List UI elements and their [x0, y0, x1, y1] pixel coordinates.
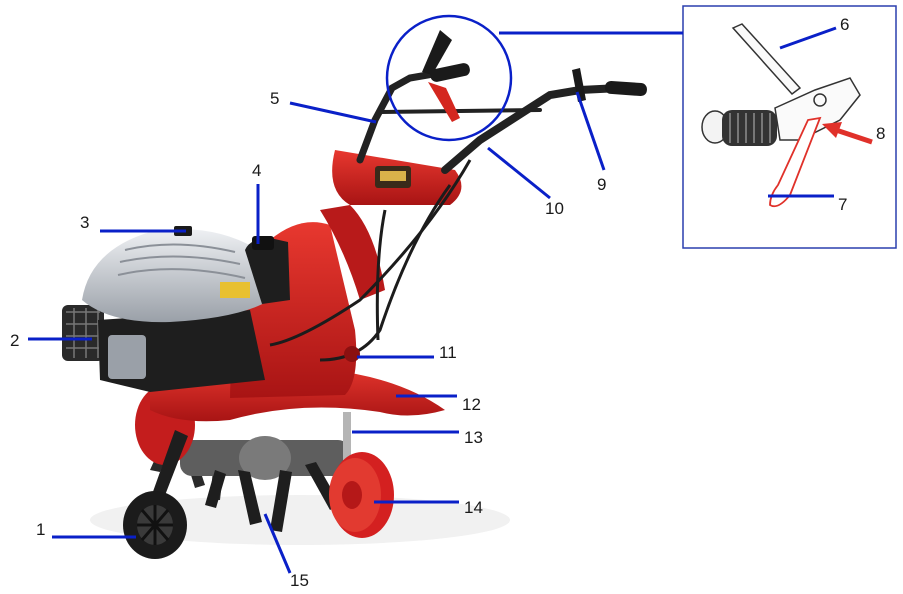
depth-stake: [343, 412, 351, 460]
callout-7: 7: [838, 195, 847, 214]
gear-lever-knob: [344, 346, 360, 362]
fuel-cap: [252, 236, 274, 250]
callout-8: 8: [876, 124, 885, 143]
engine-cover: [82, 229, 271, 323]
warning-label: [220, 282, 250, 298]
transport-wheel: [123, 491, 187, 559]
leader-9: [575, 91, 606, 171]
zoom-circle: [385, 14, 513, 142]
callout-11: 11: [439, 343, 457, 362]
brand-plate-logo: [380, 171, 406, 181]
leader-lines: [28, 26, 837, 574]
inset-arrow: [822, 122, 873, 145]
air-filter-housing: [62, 305, 104, 361]
tine-hub: [239, 436, 291, 480]
callout-14: 14: [464, 498, 483, 517]
callout-13: 13: [464, 428, 483, 447]
callout-10: 10: [545, 199, 564, 218]
leader-6: [779, 26, 837, 50]
callout-3: 3: [80, 213, 89, 232]
callout-15: 15: [290, 571, 309, 590]
leader-10: [487, 146, 551, 200]
clutch-lever-upper: [422, 30, 452, 75]
callout-12: 12: [462, 395, 481, 414]
callout-6: 6: [840, 15, 849, 34]
engine-pulley-cover: [108, 335, 146, 379]
left-grip: [430, 63, 470, 82]
wheel-frame-arm: [150, 430, 188, 503]
ground-shadow: [90, 495, 510, 545]
tiller-illustration: [62, 30, 647, 559]
side-disc: [329, 452, 394, 538]
callout-4: 4: [252, 161, 261, 180]
callout-5: 5: [270, 89, 279, 108]
callout-9: 9: [597, 175, 606, 194]
right-grip: [604, 80, 647, 97]
leader-5: [289, 101, 377, 124]
column-side: [320, 205, 385, 300]
inset-lever-body: [774, 77, 861, 141]
inset-pivot: [813, 93, 827, 107]
engine: [62, 226, 290, 392]
callout-2: 2: [10, 331, 19, 350]
red-safety-lever: [428, 82, 460, 122]
callout-1: 1: [36, 520, 45, 539]
inset-grip: [701, 110, 777, 146]
leader-15: [263, 513, 292, 574]
callout-labels: 1 2 3 4 5 6 7 8 9 10 11 12 13 14 15: [10, 15, 885, 590]
inset-upper-lever: [731, 23, 802, 96]
throttle-lever: [572, 68, 586, 102]
inset-red-lever: [769, 116, 822, 208]
fuel-tank: [245, 238, 290, 304]
handlebars: [356, 68, 624, 174]
inset-panel: [682, 5, 897, 249]
